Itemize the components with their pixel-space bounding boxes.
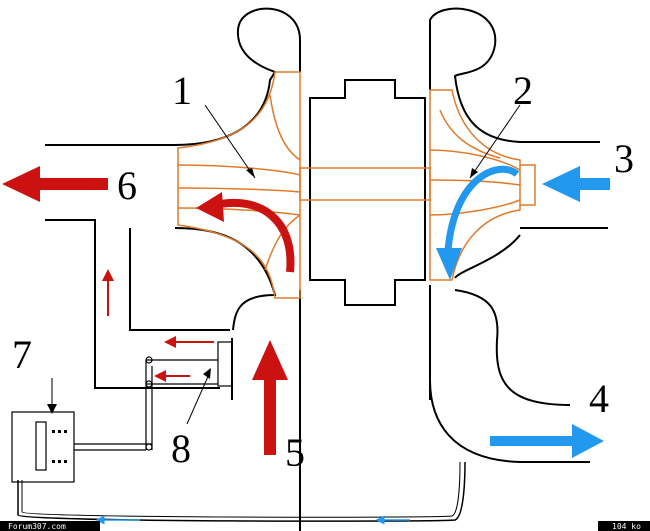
label-7: 7 <box>12 332 32 377</box>
shaft <box>299 167 431 201</box>
turbine-inlet-channel <box>129 228 230 331</box>
bearing-housing <box>309 79 426 306</box>
leader-arrowhead-1 <box>246 168 255 178</box>
exhaust-in-arrow <box>252 340 288 455</box>
hot-flow-arrows <box>2 166 288 455</box>
label-2: 2 <box>513 68 533 113</box>
label-6: 6 <box>117 163 137 208</box>
footer-left-bar <box>0 521 100 531</box>
compressor-volute-top <box>429 7 600 143</box>
footer-right-bar <box>598 521 650 531</box>
wastegate-actuator <box>11 341 233 483</box>
leader-arrowhead-7 <box>47 404 57 414</box>
label-4: 4 <box>589 376 609 421</box>
label-8: 8 <box>171 426 191 471</box>
leader-arrowhead-8 <box>203 368 211 379</box>
compressor-swirl-arrow <box>444 165 520 251</box>
cold-flow-arrows <box>490 166 610 458</box>
compressor-housing-lower <box>454 234 521 279</box>
footer-right-text: 104 ko <box>612 522 641 531</box>
leader-lines <box>51 104 521 425</box>
cooling-line <box>17 461 466 522</box>
cooling-line-inner <box>21 461 461 518</box>
leader-arrowhead-2 <box>470 168 478 178</box>
turbine-swirl-arrow <box>214 198 295 273</box>
air-in-arrow <box>542 166 610 202</box>
compressor-swirl-arrowhead <box>436 248 462 280</box>
actuator-dots <box>52 430 67 463</box>
compressor-outlet-upper <box>429 285 590 463</box>
footer-left-text: Forum307.com <box>8 522 66 531</box>
exhaust-out-arrow <box>2 166 108 202</box>
label-1: 1 <box>172 68 192 113</box>
label-3: 3 <box>614 136 634 181</box>
label-5: 5 <box>285 430 305 475</box>
turbine-housing-lower <box>174 227 277 331</box>
turbine-swirl-arrowhead <box>196 192 224 222</box>
compressor-wheel <box>429 89 536 281</box>
housing-outline <box>17 7 608 531</box>
compressor-outlet-lower <box>454 289 571 406</box>
turbine-wheel <box>177 71 301 299</box>
air-out-arrow <box>490 424 604 458</box>
turbine-outlet-lower <box>45 219 220 389</box>
